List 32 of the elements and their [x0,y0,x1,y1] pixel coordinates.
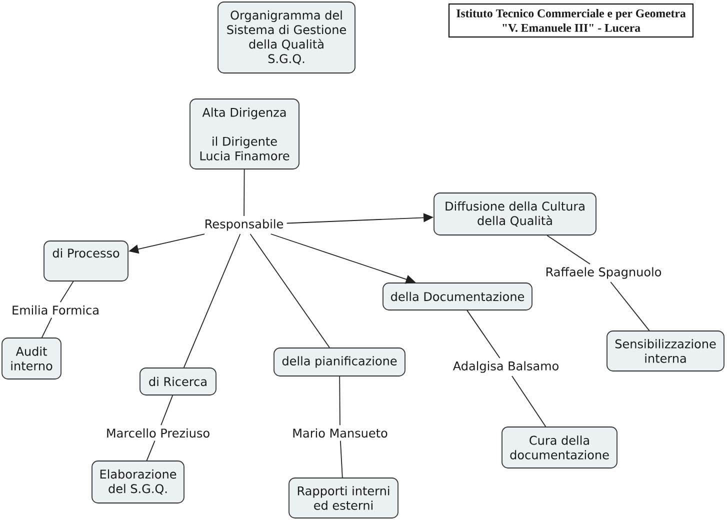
connector-line [60,281,74,303]
linking-text: Emilia Formica [12,305,98,315]
connector-line [339,376,340,426]
concept-box: di Ricerca [140,368,216,396]
connector-line [244,169,245,216]
linking-text: Mario Mansueto [293,428,388,438]
concept-box: Cura della documentazione [502,426,618,468]
connector-line [466,310,500,358]
linking-text: Responsabile [206,219,284,231]
concept-box: Diffusione della Cultura della Qualità [434,192,596,236]
connector-line [250,234,330,348]
concept-box: Audit interno [2,338,62,380]
concept-box: Elaborazione del S.G.Q. [92,460,184,504]
concept-box: Sensibilizzazione interna [606,330,724,372]
concept-box: di Processo [44,240,128,282]
connector-line [610,282,650,331]
connector-line [340,440,343,478]
linking-text: Adalgisa Balsamo [452,361,558,373]
connector-line [512,376,546,427]
connector-line [546,235,590,264]
linking-text: Raffaele Spagnuolo [546,267,662,279]
connector-line [146,440,156,461]
header-box: Istituto Tecnico Commerciale e per Geometra "V. Emanuele III" - Lucera [448,4,694,38]
linking-text: Marcello Preziuso [107,428,210,438]
concept-box: Alta Dirigenza il Dirigente Lucia Finamore [190,98,300,170]
concept-box: della Documentazione [382,282,532,310]
connector-line [41,317,52,338]
concept-box: della pianificazione [274,348,406,376]
concept-box: Rapporti interni ed esterni [288,478,398,518]
title-box: Organigramma del Sistema di Gestione della Qualità S.G.Q. [218,2,356,74]
connector-line [160,395,174,426]
connector-line [183,234,241,368]
